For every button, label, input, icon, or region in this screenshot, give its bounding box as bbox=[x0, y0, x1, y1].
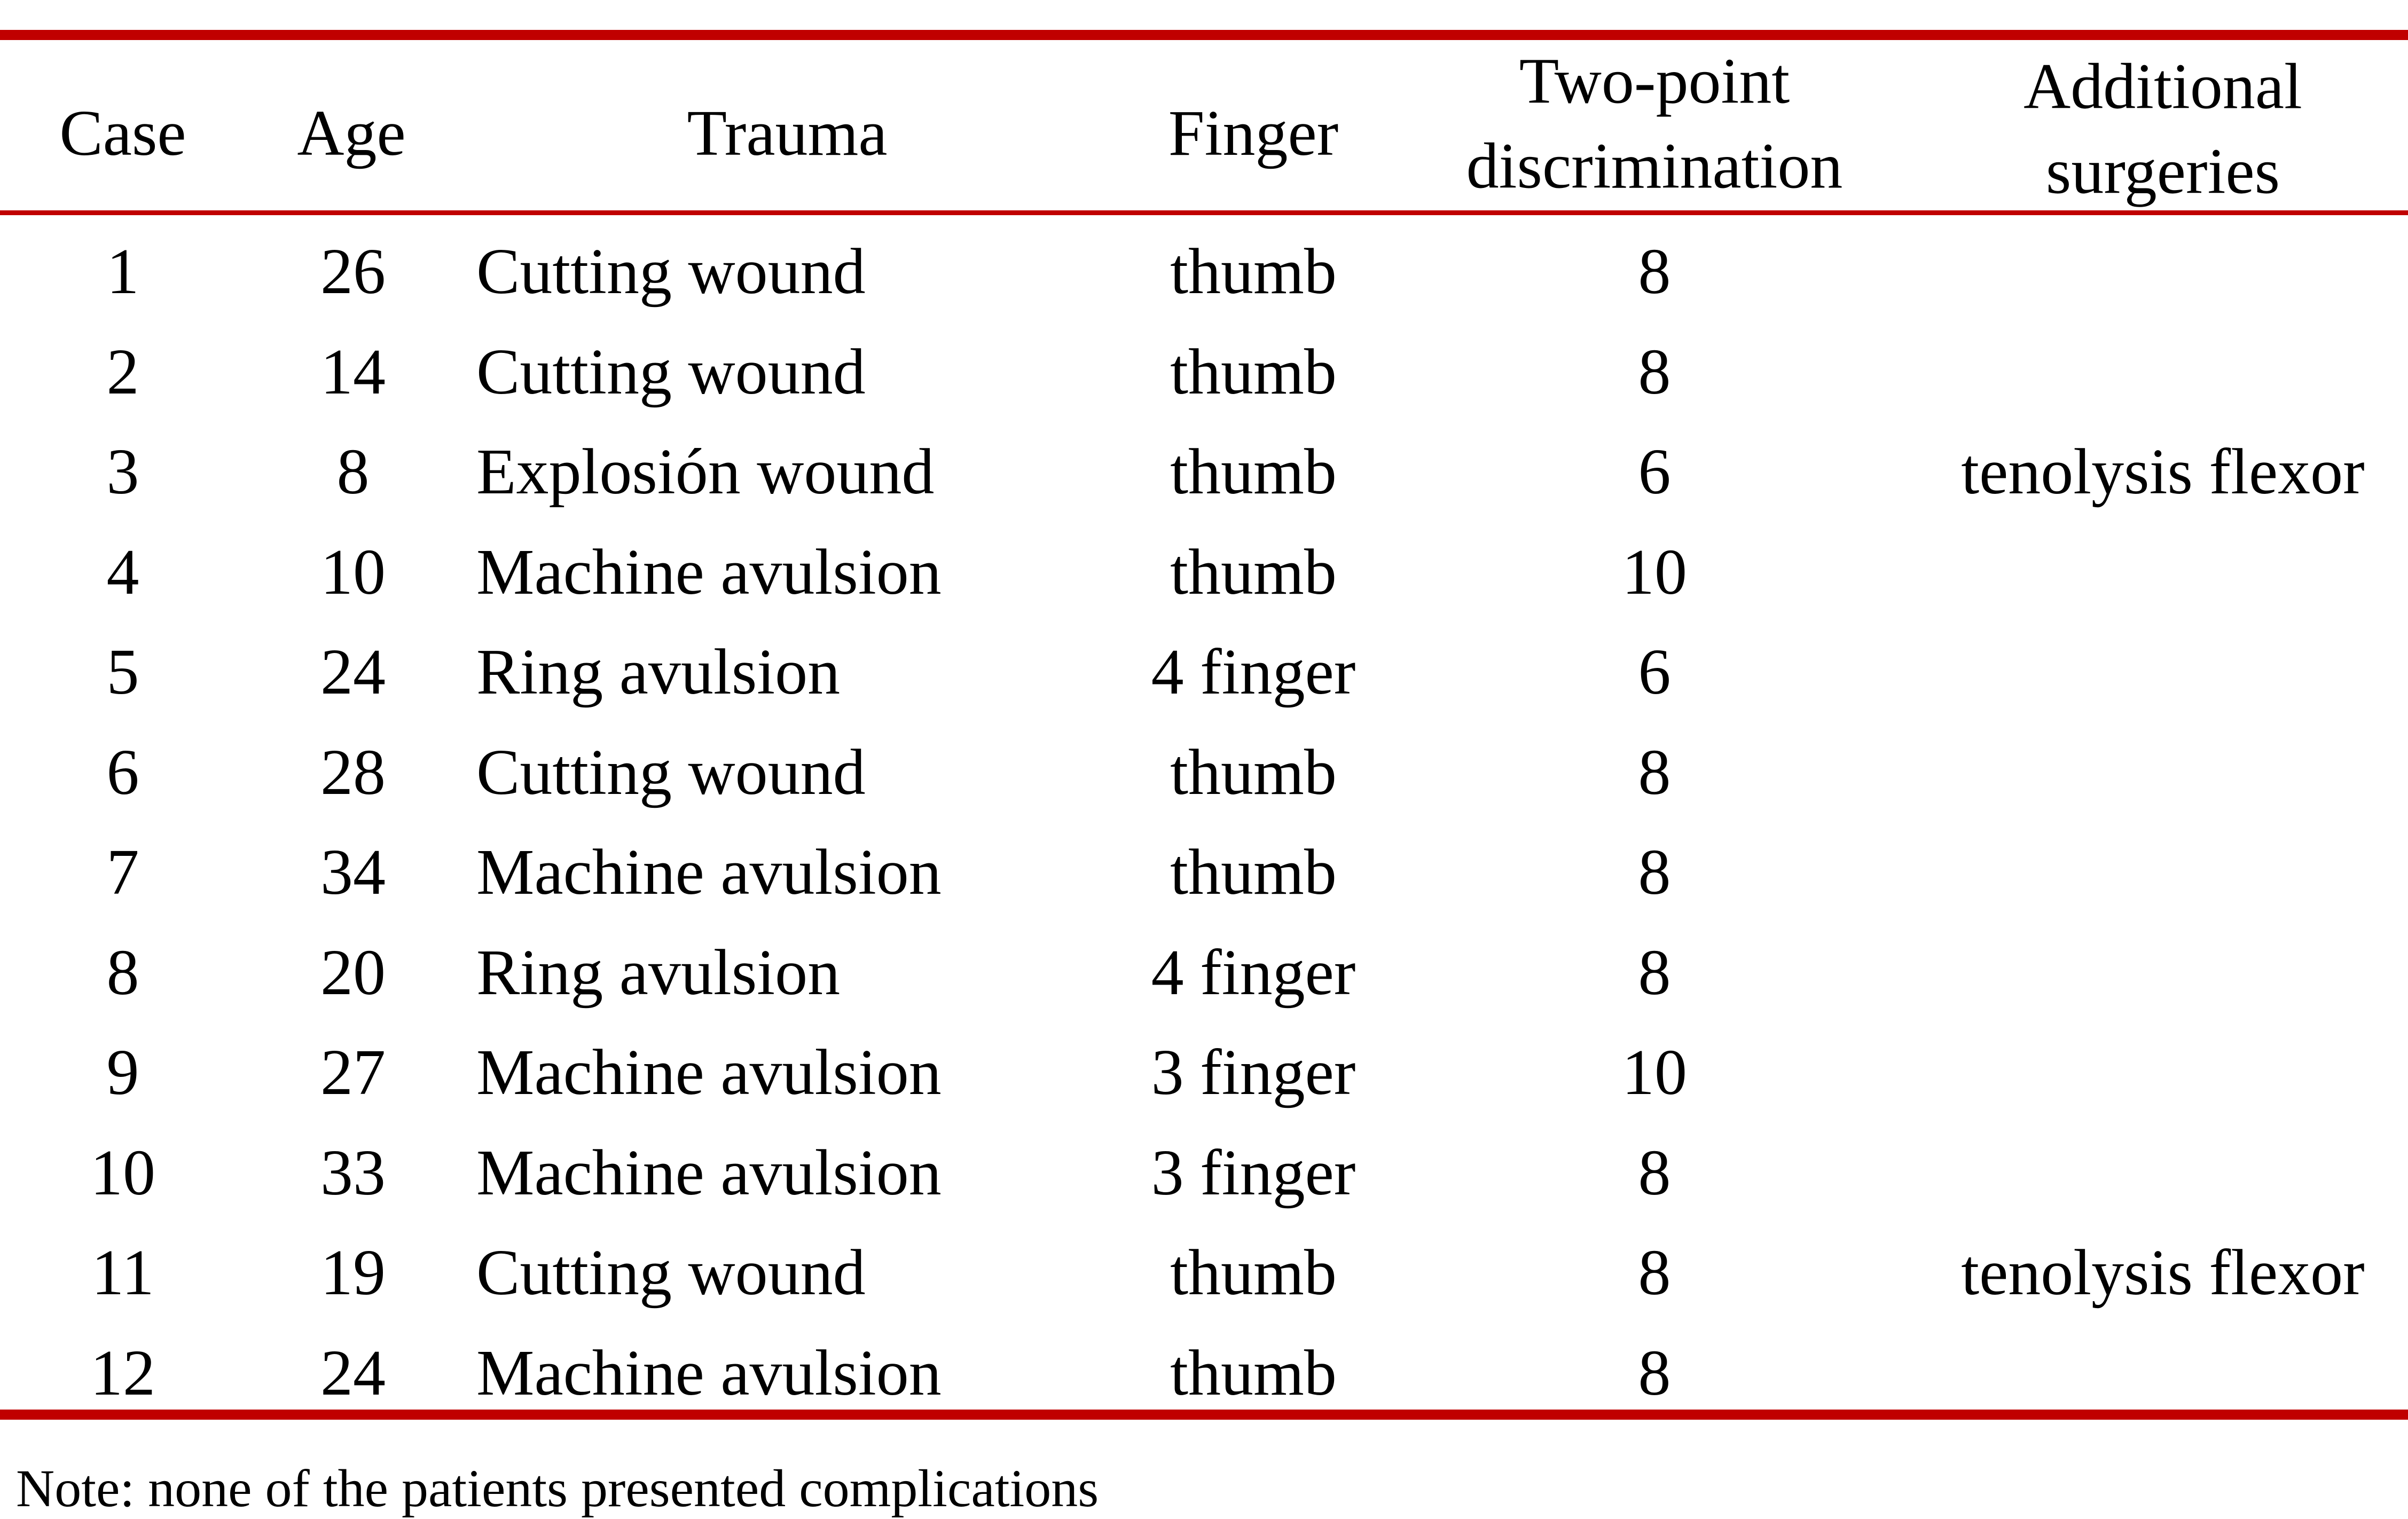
cell-case: 12 bbox=[90, 1336, 155, 1409]
header-two-point: Two-point discrimination bbox=[1466, 39, 1843, 208]
header-additional-line1: Additional bbox=[2023, 50, 2302, 123]
top-rule bbox=[0, 30, 2408, 40]
cell-trauma: Machine avulsion bbox=[476, 1036, 942, 1108]
cell-age: 33 bbox=[320, 1136, 386, 1209]
cell-trauma: Machine avulsion bbox=[476, 1336, 942, 1409]
cell-two-point: 8 bbox=[1638, 736, 1671, 808]
cell-two-point: 6 bbox=[1638, 436, 1671, 508]
cell-age: 10 bbox=[320, 536, 386, 608]
cell-age: 34 bbox=[320, 836, 386, 908]
header-case: Case bbox=[59, 97, 186, 169]
cell-finger: 3 finger bbox=[1151, 1136, 1356, 1209]
cell-two-point: 10 bbox=[1622, 1036, 1687, 1108]
cell-case: 2 bbox=[106, 335, 139, 408]
header-rule bbox=[0, 210, 2408, 215]
header-additional-line2: surgeries bbox=[2045, 135, 2280, 207]
cell-case: 4 bbox=[106, 536, 139, 608]
header-trauma: Trauma bbox=[687, 97, 888, 169]
cell-trauma: Cutting wound bbox=[476, 235, 866, 308]
cell-finger: 4 finger bbox=[1151, 636, 1356, 708]
cell-case: 6 bbox=[106, 736, 139, 808]
header-two-point-line1: Two-point bbox=[1519, 45, 1790, 117]
cell-finger: thumb bbox=[1170, 536, 1337, 608]
cell-age: 8 bbox=[336, 436, 370, 508]
cell-trauma: Cutting wound bbox=[476, 736, 866, 808]
header-age: Age bbox=[297, 97, 406, 169]
cell-case: 9 bbox=[106, 1036, 139, 1108]
cell-finger: thumb bbox=[1170, 736, 1337, 808]
cell-trauma: Machine avulsion bbox=[476, 536, 942, 608]
cell-finger: thumb bbox=[1170, 836, 1337, 908]
cell-trauma: Cutting wound bbox=[476, 335, 866, 408]
cell-age: 27 bbox=[320, 1036, 386, 1108]
header-finger: Finger bbox=[1168, 97, 1339, 169]
cell-two-point: 8 bbox=[1638, 235, 1671, 308]
cell-trauma: Ring avulsion bbox=[476, 636, 841, 708]
cell-two-point: 8 bbox=[1638, 1336, 1671, 1409]
cell-case: 3 bbox=[106, 436, 139, 508]
cell-additional: tenolysis flexor bbox=[1961, 436, 2365, 508]
cell-trauma: Machine avulsion bbox=[476, 836, 942, 908]
cell-case: 8 bbox=[106, 936, 139, 1009]
cell-age: 14 bbox=[320, 335, 386, 408]
cell-two-point: 10 bbox=[1622, 536, 1687, 608]
cell-two-point: 8 bbox=[1638, 335, 1671, 408]
table-note: Note: none of the patients presented com… bbox=[16, 1459, 1099, 1518]
cell-trauma: Machine avulsion bbox=[476, 1136, 942, 1209]
cell-two-point: 8 bbox=[1638, 1237, 1671, 1309]
cell-age: 24 bbox=[320, 636, 386, 708]
cell-case: 7 bbox=[106, 836, 139, 908]
cell-age: 20 bbox=[320, 936, 386, 1009]
cell-two-point: 8 bbox=[1638, 936, 1671, 1009]
cell-additional: tenolysis flexor bbox=[1961, 1237, 2365, 1309]
bottom-rule bbox=[0, 1410, 2408, 1420]
header-two-point-line2: discrimination bbox=[1466, 130, 1843, 202]
cell-finger: thumb bbox=[1170, 436, 1337, 508]
cell-finger: thumb bbox=[1170, 335, 1337, 408]
cell-age: 28 bbox=[320, 736, 386, 808]
cell-finger: 3 finger bbox=[1151, 1036, 1356, 1108]
cell-age: 26 bbox=[320, 235, 386, 308]
cell-trauma: Explosión wound bbox=[476, 436, 935, 508]
cell-finger: thumb bbox=[1170, 1336, 1337, 1409]
cell-two-point: 6 bbox=[1638, 636, 1671, 708]
cell-case: 11 bbox=[91, 1237, 154, 1309]
header-additional: Additional surgeries bbox=[2023, 44, 2302, 214]
cell-case: 1 bbox=[106, 235, 139, 308]
cell-two-point: 8 bbox=[1638, 1136, 1671, 1209]
cell-finger: thumb bbox=[1170, 235, 1337, 308]
cell-two-point: 8 bbox=[1638, 836, 1671, 908]
cell-case: 5 bbox=[106, 636, 139, 708]
cell-case: 10 bbox=[90, 1136, 155, 1209]
cell-trauma: Ring avulsion bbox=[476, 936, 841, 1009]
cell-finger: 4 finger bbox=[1151, 936, 1356, 1009]
cell-finger: thumb bbox=[1170, 1237, 1337, 1309]
cell-age: 24 bbox=[320, 1336, 386, 1409]
cell-trauma: Cutting wound bbox=[476, 1237, 866, 1309]
cell-age: 19 bbox=[320, 1237, 386, 1309]
